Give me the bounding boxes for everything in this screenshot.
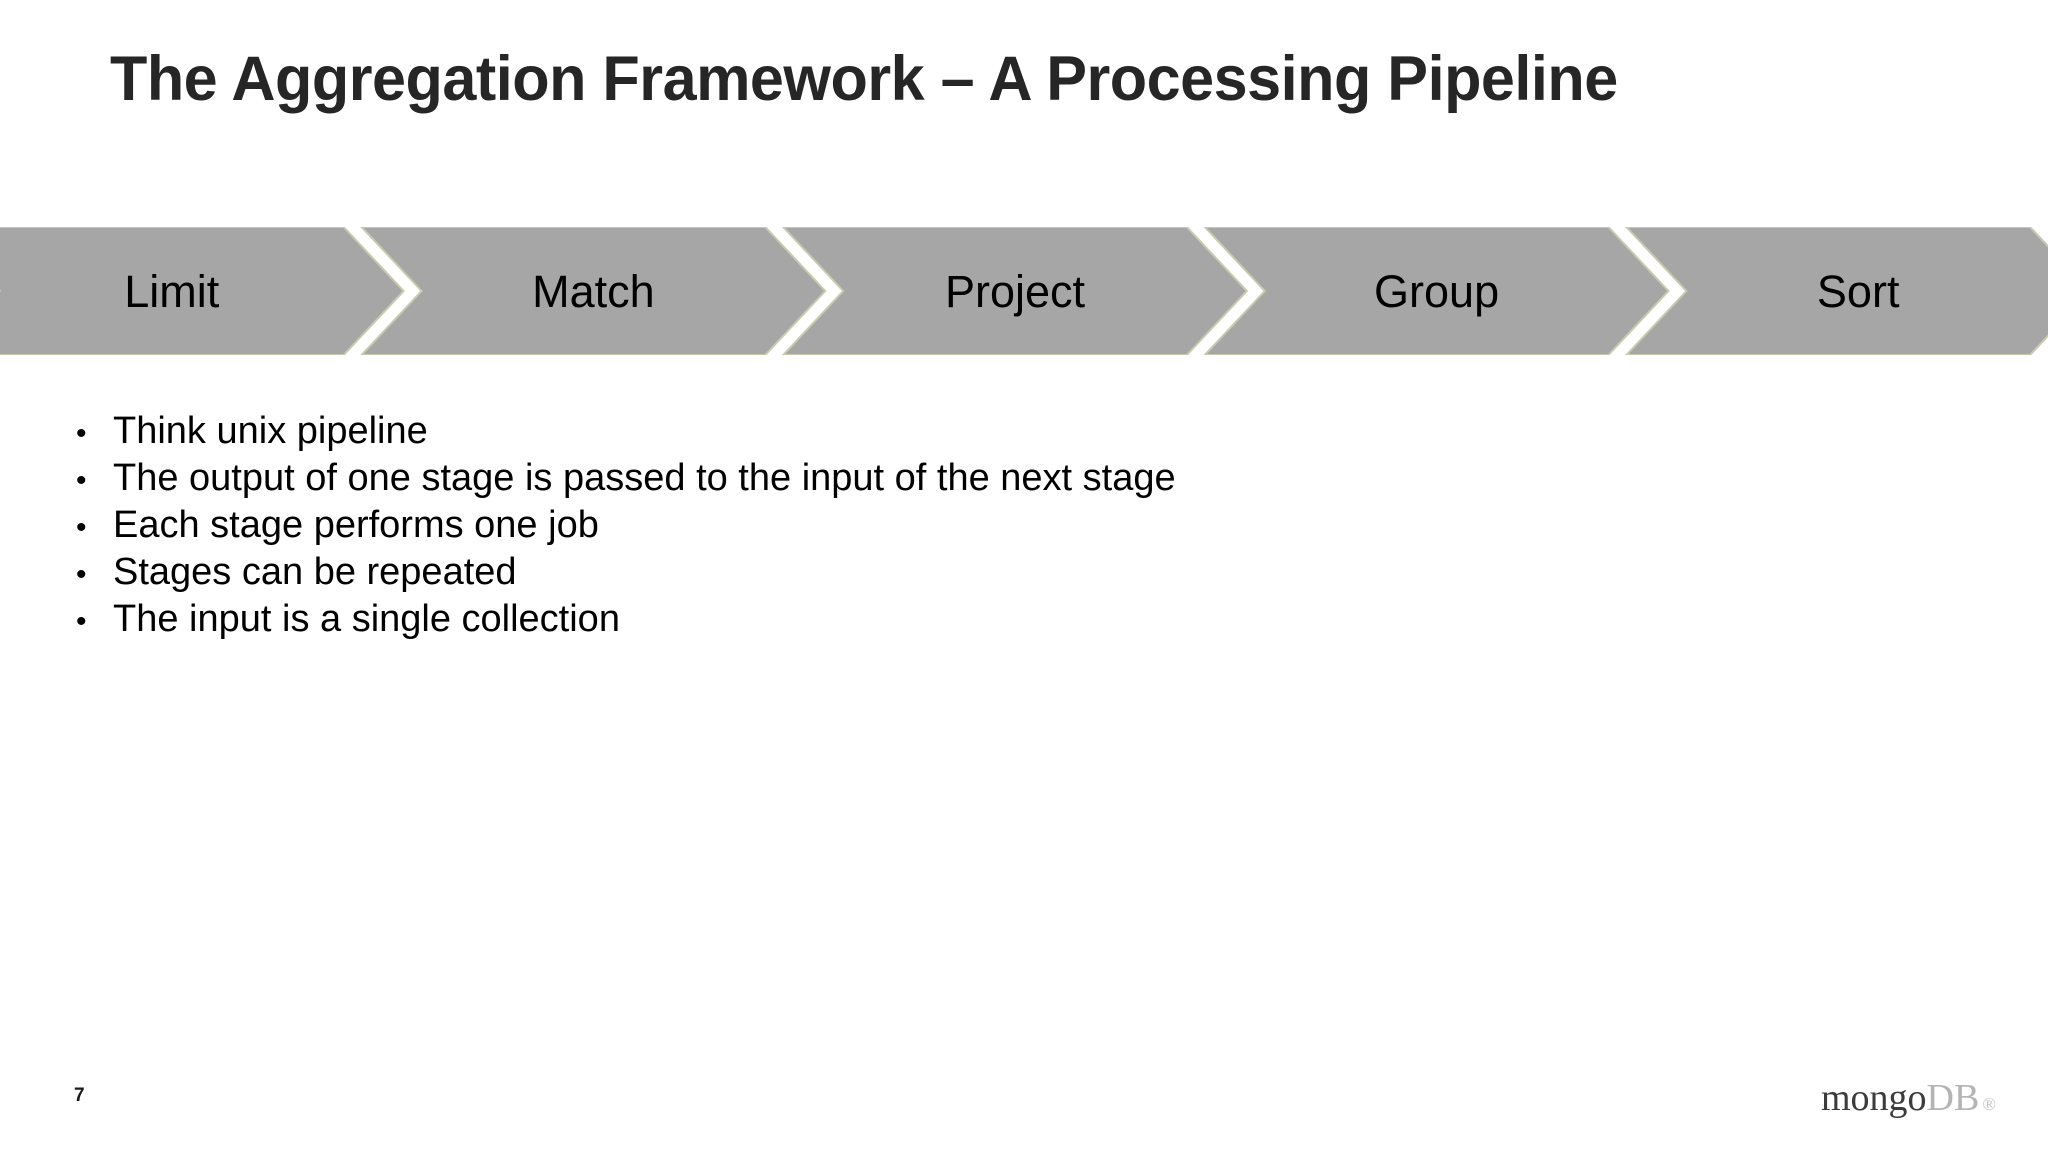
list-item: • The input is a single collection xyxy=(70,596,1870,643)
bullet-text: Think unix pipeline xyxy=(113,410,428,452)
bullet-marker: • xyxy=(76,605,87,638)
bullet-marker: • xyxy=(76,417,87,450)
page-number: 7 xyxy=(74,1085,85,1106)
logo-primary-text: mongo xyxy=(1820,1077,1927,1119)
bullet-marker: • xyxy=(76,511,87,544)
pipeline-stage-chevron[interactable] xyxy=(1625,227,2048,355)
bullet-marker: • xyxy=(76,464,87,497)
list-item: • Think unix pipeline xyxy=(70,408,1870,455)
logo-secondary-text: DB xyxy=(1926,1077,1980,1119)
bullet-text: The output of one stage is passed to the… xyxy=(113,457,1176,499)
list-item: • Stages can be repeated xyxy=(70,549,1870,596)
pipeline-stage-chevron[interactable] xyxy=(1203,227,1670,355)
pipeline-stage-chevron[interactable] xyxy=(0,227,405,355)
bullet-marker: • xyxy=(76,558,87,591)
pipeline-stage-chevron[interactable] xyxy=(781,227,1249,355)
bullet-list: • Think unix pipeline • The output of on… xyxy=(70,408,1870,643)
list-item: • Each stage performs one job xyxy=(70,502,1870,549)
logo-trademark-icon: ® xyxy=(1982,1094,1996,1114)
bullet-text: Stages can be repeated xyxy=(113,551,517,593)
bullet-text: Each stage performs one job xyxy=(113,504,599,546)
list-item: • The output of one stage is passed to t… xyxy=(70,455,1870,502)
pipeline-stage-chevron[interactable] xyxy=(360,227,827,355)
page-title: The Aggregation Framework – A Processing… xyxy=(110,44,1618,114)
pipeline-chevrons-graphic xyxy=(0,227,2048,355)
bullet-text: The input is a single collection xyxy=(113,598,620,640)
